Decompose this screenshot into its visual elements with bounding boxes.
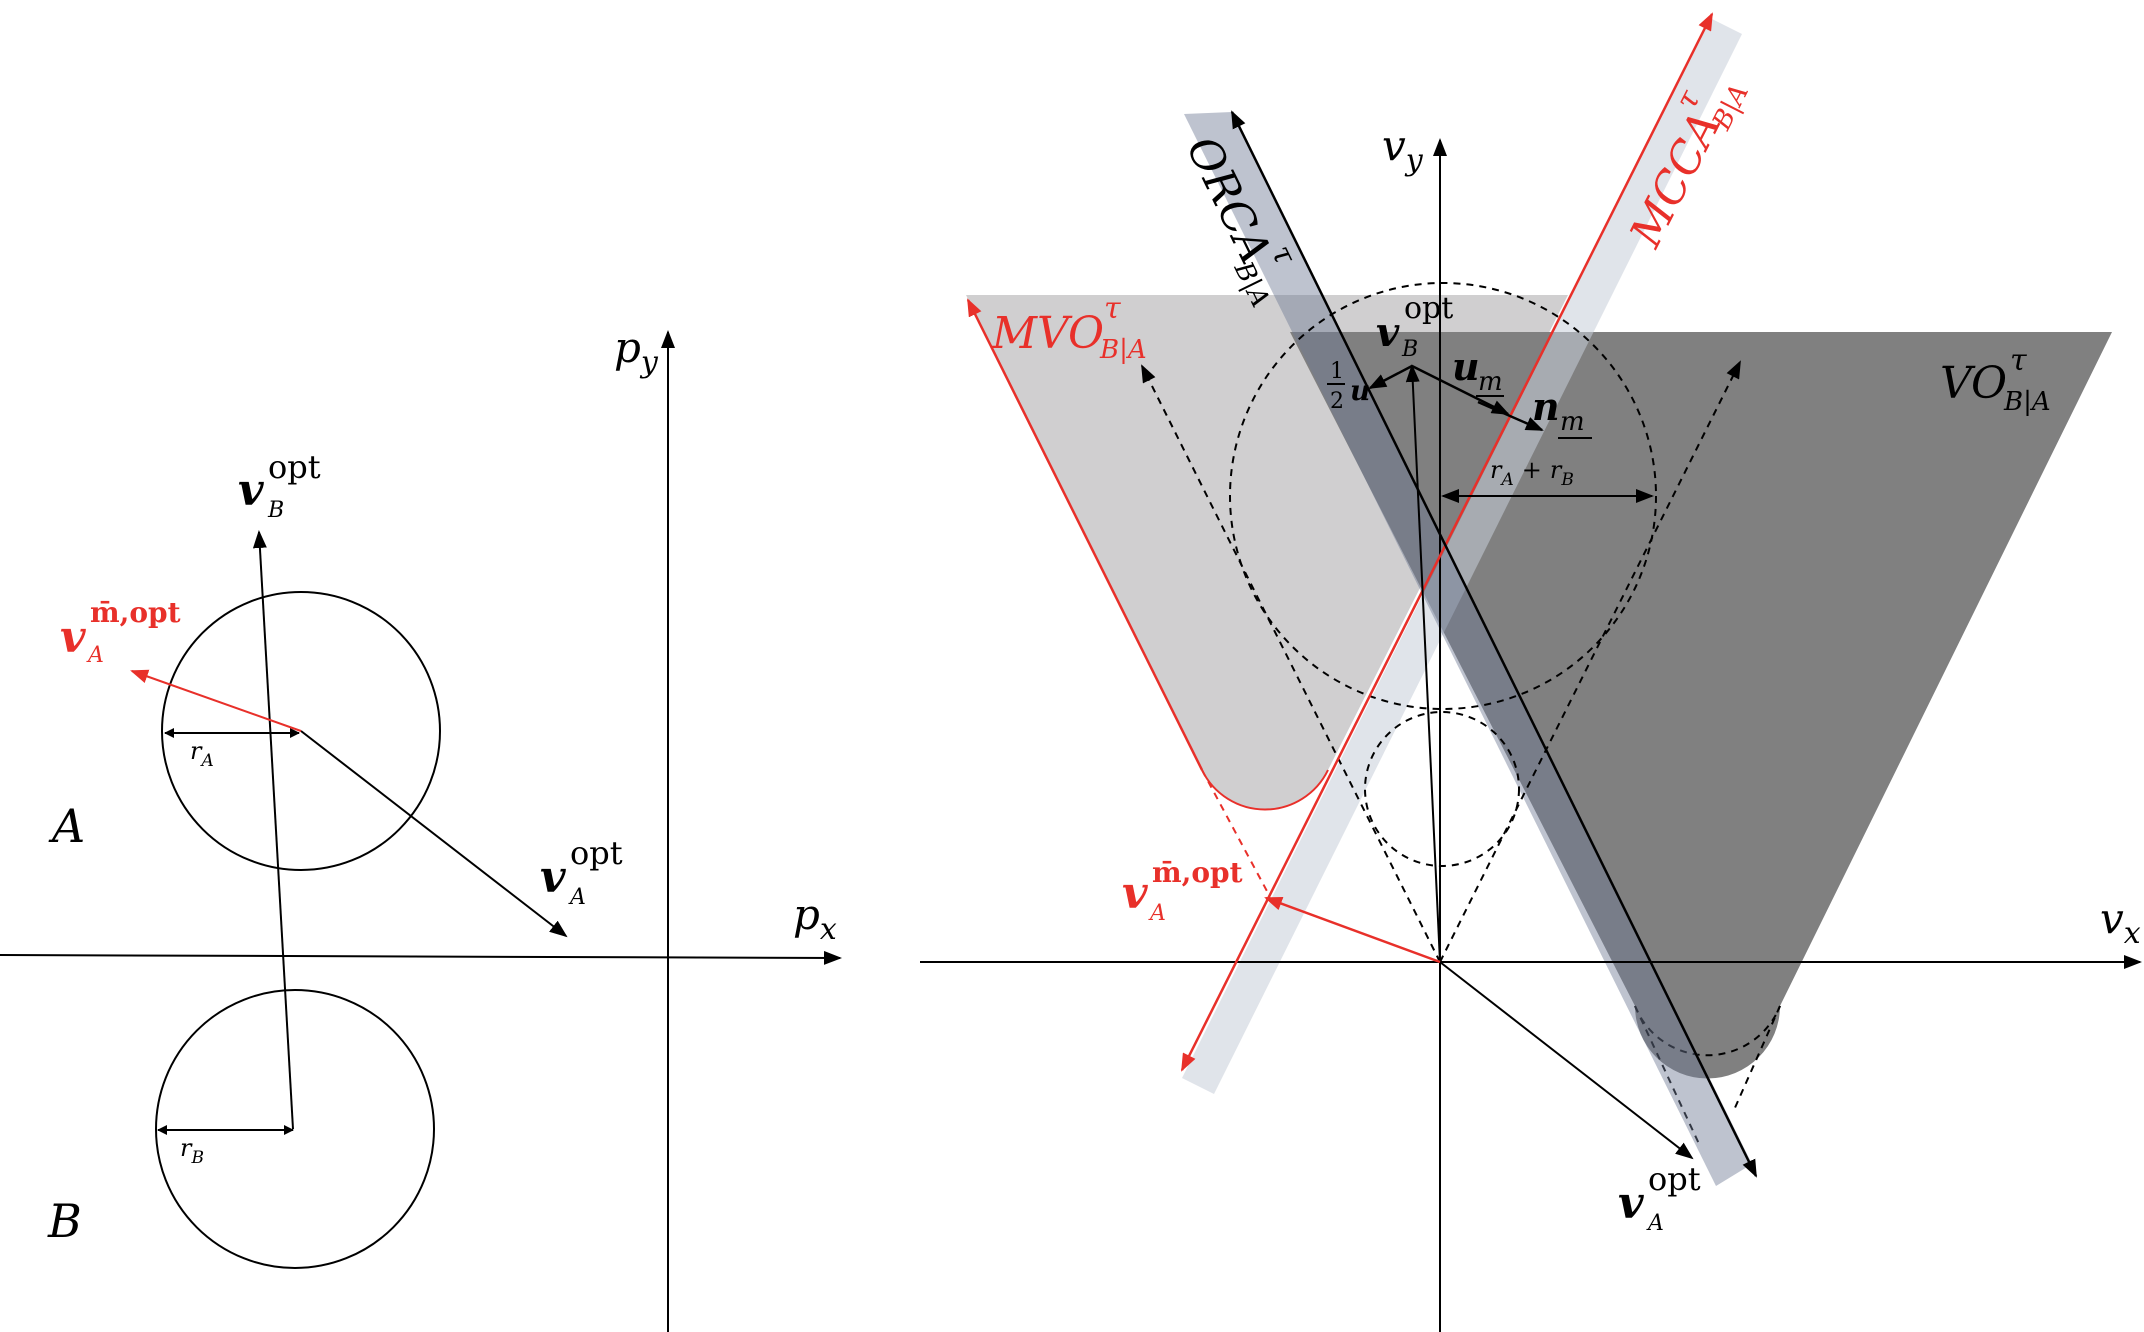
left-v-a-mopt-arrow bbox=[130, 669, 302, 732]
left-v-b-opt-arrow bbox=[252, 530, 294, 1130]
svg-text:opt: opt bbox=[268, 448, 321, 486]
left-v-a-opt-label: v opt A bbox=[540, 834, 623, 910]
svg-text:A: A bbox=[1148, 901, 1166, 926]
half-u-arrow bbox=[1368, 364, 1413, 390]
svg-text:B|A: B|A bbox=[2003, 387, 2051, 417]
right-axis-y-label: vy bbox=[1382, 121, 1424, 178]
svg-text:MVO: MVO bbox=[991, 308, 1104, 359]
left-axis-y-label: py bbox=[614, 323, 659, 380]
mcca-label: MCCA τ B|A bbox=[1620, 80, 1755, 256]
svg-text:m: m bbox=[1560, 407, 1585, 437]
svg-text:τ: τ bbox=[1104, 291, 1121, 326]
svg-text:v: v bbox=[1618, 1178, 1644, 1229]
half-u-label: 1 2 u bbox=[1327, 359, 1370, 414]
agent-a-label: A bbox=[48, 799, 85, 853]
svg-text:v: v bbox=[1122, 868, 1148, 919]
right-v-a-mopt-arrow bbox=[1264, 896, 1441, 964]
small-dashed-circle bbox=[1364, 711, 1520, 867]
svg-text:B|A: B|A bbox=[1099, 335, 1147, 365]
vo-label: VO τ B|A bbox=[1940, 343, 2051, 417]
svg-text:A: A bbox=[86, 643, 104, 668]
mvo-red-edge bbox=[966, 298, 1204, 771]
svg-text:u: u bbox=[1350, 374, 1370, 407]
svg-text:v: v bbox=[1376, 309, 1400, 356]
radius-sum-label: rA+rB bbox=[1490, 456, 1574, 490]
svg-text:τ: τ bbox=[2010, 343, 2027, 378]
svg-text:2: 2 bbox=[1330, 389, 1344, 414]
n-m-label: n m bbox=[1532, 384, 1592, 439]
svg-text:A: A bbox=[1646, 1211, 1664, 1236]
svg-text:VO: VO bbox=[1940, 358, 2007, 409]
left-x-axis bbox=[0, 950, 842, 965]
right-v-b-opt-label: v opt B bbox=[1376, 291, 1453, 362]
svg-text:opt: opt bbox=[1404, 291, 1453, 326]
agent-a-circle bbox=[161, 591, 441, 871]
u-m-label: u m bbox=[1452, 344, 1504, 397]
svg-text:opt: opt bbox=[1648, 1160, 1701, 1198]
n-m-arrow bbox=[1477, 400, 1544, 432]
svg-text:opt: opt bbox=[570, 834, 623, 872]
radius-b-label: rB bbox=[180, 1134, 204, 1168]
svg-text:rA+rB: rA+rB bbox=[1490, 456, 1574, 490]
left-v-a-mopt-label: v m̄,opt A bbox=[60, 596, 181, 668]
svg-text:1: 1 bbox=[1330, 359, 1344, 384]
svg-text:v: v bbox=[60, 612, 86, 663]
svg-text:m: m bbox=[1478, 367, 1503, 397]
right-axis-x-label: vx bbox=[2100, 894, 2141, 951]
vo-region bbox=[1290, 332, 2112, 1079]
right-v-a-mopt-label: v m̄,opt A bbox=[1122, 856, 1243, 926]
svg-text:m̄,opt: m̄,opt bbox=[90, 596, 181, 629]
svg-text:u: u bbox=[1452, 344, 1480, 389]
right-v-b-opt-arrow bbox=[1405, 364, 1441, 963]
svg-text:B: B bbox=[1401, 337, 1418, 362]
left-axis-x-label: px bbox=[793, 890, 837, 947]
agent-b-circle bbox=[155, 989, 435, 1269]
left-panel: px py A B rA rB v opt B v opt A v m̄,opt… bbox=[0, 323, 842, 1332]
svg-text:A: A bbox=[568, 885, 586, 910]
svg-text:B: B bbox=[267, 498, 284, 523]
right-v-a-opt-arrow bbox=[1439, 961, 1694, 1160]
mvo-label: MVO τ B|A bbox=[991, 291, 1147, 365]
svg-text:v: v bbox=[540, 852, 566, 903]
u-m-arrow bbox=[1411, 364, 1510, 416]
radius-a-label: rA bbox=[190, 737, 214, 771]
svg-text:v: v bbox=[238, 465, 264, 516]
left-v-a-opt-arrow bbox=[300, 730, 568, 938]
orca-black-line bbox=[1230, 110, 1758, 1178]
right-panel: vx vy VO τ B|A MVO τ B|A ORCA τ B|A MCCA… bbox=[920, 12, 2142, 1332]
right-v-a-opt-label: v opt A bbox=[1618, 1160, 1701, 1236]
svg-text:m̄,opt: m̄,opt bbox=[1152, 856, 1243, 889]
left-v-b-opt-label: v opt B bbox=[238, 448, 321, 523]
agent-b-label: B bbox=[47, 1194, 82, 1248]
svg-text:n: n bbox=[1532, 384, 1560, 429]
